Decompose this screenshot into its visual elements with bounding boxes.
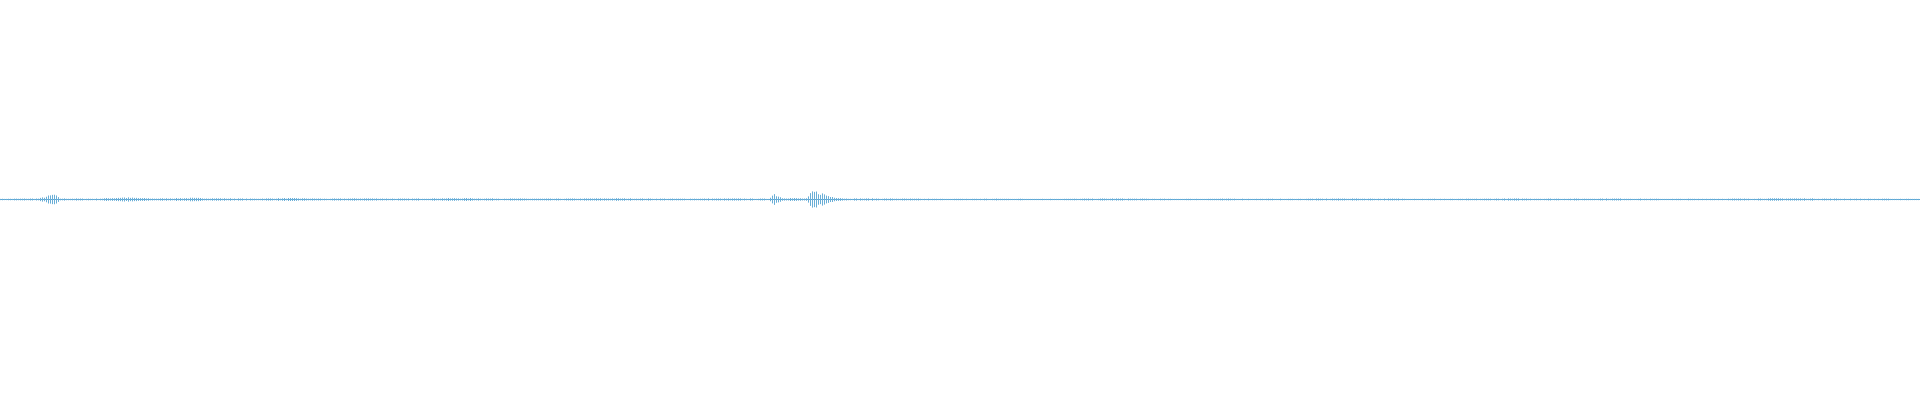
waveform-bars <box>0 191 1919 208</box>
